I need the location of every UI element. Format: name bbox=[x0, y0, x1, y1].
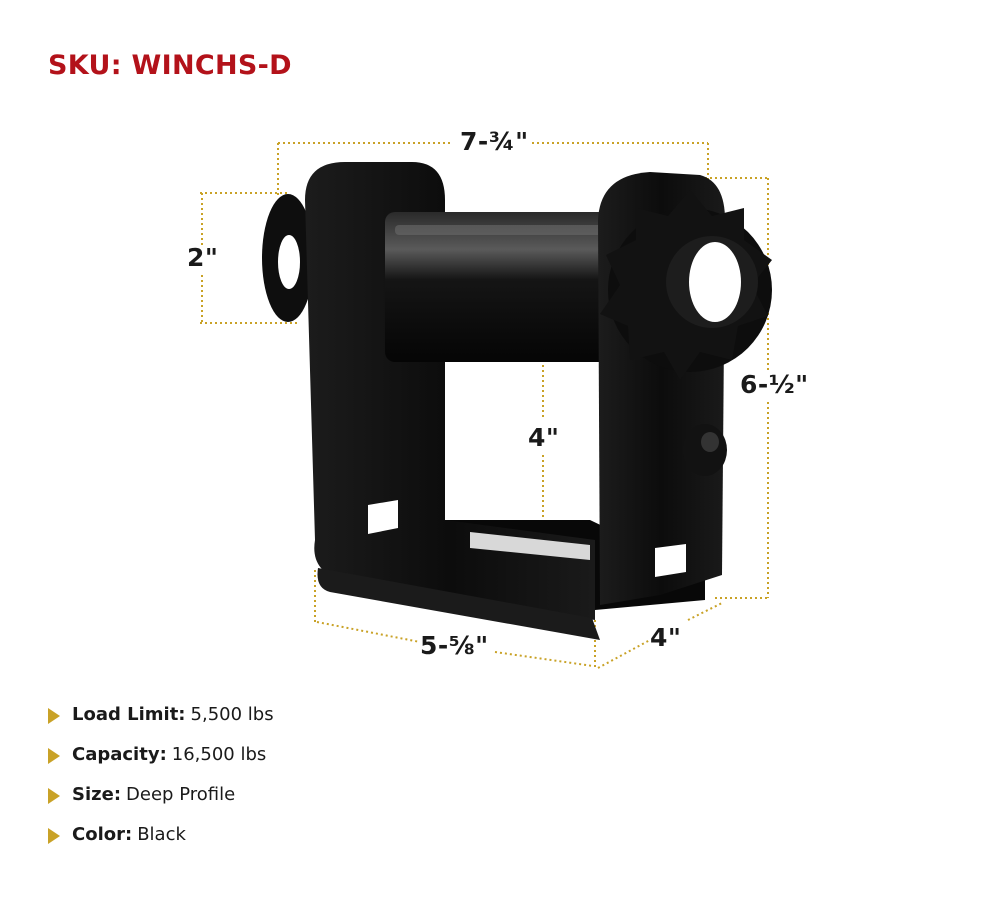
spec-item-size: Size: Deep Profile bbox=[48, 774, 274, 814]
ratchet-gear bbox=[600, 190, 772, 380]
spec-label: Capacity: bbox=[72, 743, 167, 765]
winch-product-image bbox=[200, 142, 772, 669]
bullet-arrow-icon bbox=[48, 827, 60, 844]
spec-value: 16,500 lbs bbox=[171, 743, 267, 765]
dimension-overall-height: 6-½" bbox=[740, 370, 809, 399]
spec-label: Load Limit: bbox=[72, 703, 186, 725]
sku-title: SKU: WINCHS-D bbox=[48, 50, 292, 81]
spec-label: Size: bbox=[72, 783, 122, 805]
dimension-lines bbox=[200, 142, 770, 669]
dimension-top-width: 7-¾" bbox=[460, 127, 529, 156]
spec-item-load-limit: Load Limit: 5,500 lbs bbox=[48, 694, 274, 734]
bullet-arrow-icon bbox=[48, 707, 60, 724]
dimension-depth: 4" bbox=[650, 623, 682, 652]
spec-list: Load Limit: 5,500 lbs Capacity: 16,500 l… bbox=[48, 694, 274, 854]
spec-value: Black bbox=[137, 823, 186, 845]
bullet-arrow-icon bbox=[48, 747, 60, 764]
dimension-base-length: 5-⅝" bbox=[420, 631, 489, 660]
dimension-inner-height: 4" bbox=[528, 423, 560, 452]
bullet-arrow-icon bbox=[48, 787, 60, 804]
spec-item-capacity: Capacity: 16,500 lbs bbox=[48, 734, 274, 774]
winch-body bbox=[262, 162, 772, 640]
spec-label: Color: bbox=[72, 823, 133, 845]
spec-item-color: Color: Black bbox=[48, 814, 274, 854]
dimension-eye-height: 2" bbox=[187, 243, 219, 272]
spec-value: Deep Profile bbox=[126, 783, 236, 805]
spec-value: 5,500 lbs bbox=[190, 703, 274, 725]
